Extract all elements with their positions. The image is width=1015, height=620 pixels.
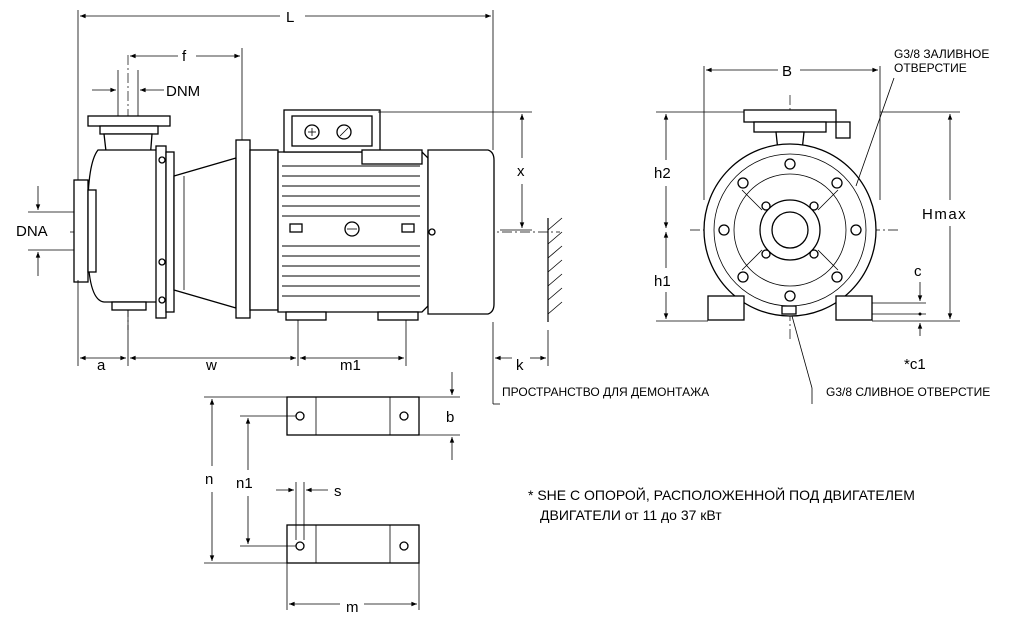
- dismantle-space-label: ПРОСТРАНСТВО ДЛЯ ДЕМОНТАЖА: [502, 385, 709, 399]
- dim-c1: *c1: [904, 356, 926, 373]
- drain-hole-label: G3/8 СЛИВНОЕ ОТВЕРСТИЕ: [826, 385, 990, 399]
- dim-b: b: [446, 409, 454, 426]
- dim-DNA: DNA: [16, 223, 48, 240]
- dim-h1: h1: [654, 273, 671, 290]
- dim-m1: m1: [340, 357, 361, 374]
- dim-L: L: [286, 9, 294, 26]
- footnote-line-2: ДВИГАТЕЛИ от 11 до 37 кВт: [540, 507, 722, 523]
- side-view: [70, 55, 563, 330]
- dim-m: m: [346, 599, 359, 616]
- wall-hatching: [547, 217, 563, 315]
- dim-Hmax: Hmax: [922, 206, 967, 223]
- dim-h2: h2: [654, 165, 671, 182]
- dim-n1: n1: [236, 475, 253, 492]
- front-view: [690, 95, 900, 340]
- dim-DNM: DNM: [166, 83, 200, 100]
- dim-x: x: [517, 163, 525, 180]
- dim-s: s: [334, 483, 342, 500]
- fill-hole-label: G3/8 ЗАЛИВНОЕ: [894, 47, 989, 61]
- dim-k: k: [516, 357, 524, 374]
- dim-a: a: [97, 357, 106, 374]
- footnote-line-1: * SHE С ОПОРОЙ, РАСПОЛОЖЕННОЙ ПОД ДВИГАТ…: [528, 486, 915, 503]
- dim-c: c: [914, 263, 922, 280]
- callout-notes: G3/8 ЗАЛИВНОЕ ОТВЕРСТИЕ G3/8 СЛИВНОЕ ОТВ…: [502, 47, 990, 523]
- dim-B: B: [782, 63, 792, 80]
- dim-w: w: [205, 357, 217, 374]
- fill-hole-label-2: ОТВЕРСТИЕ: [894, 61, 967, 75]
- dimension-lines: [28, 10, 960, 610]
- dim-n: n: [205, 471, 213, 488]
- motor-cooling-fins: [282, 165, 420, 297]
- dimension-labels: L f DNM DNA a w m1 k x B h2 h1 Hmax c *c…: [16, 9, 967, 616]
- dim-f: f: [182, 48, 187, 65]
- base-foot-plan: [286, 396, 420, 564]
